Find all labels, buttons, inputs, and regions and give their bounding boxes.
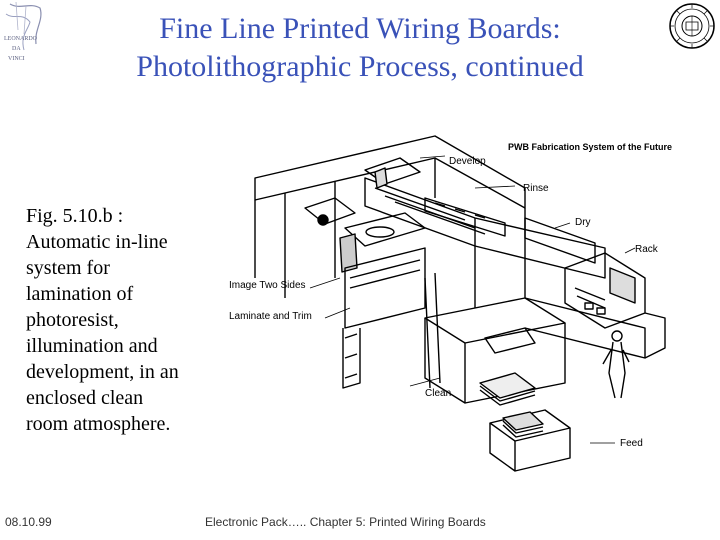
pwb-fabrication-figure: PWB Fabrication System of the Future Dev… bbox=[225, 128, 695, 488]
label-feed: Feed bbox=[620, 438, 643, 449]
fabrication-system-illustration: PWB Fabrication System of the Future Dev… bbox=[229, 135, 672, 472]
caption-line: room atmosphere. bbox=[26, 413, 171, 435]
label-clean: Clean bbox=[425, 388, 451, 399]
caption-line: photoresist, bbox=[26, 309, 119, 331]
caption-line: Automatic in-line bbox=[26, 231, 168, 253]
label-rack: Rack bbox=[635, 244, 659, 255]
slide-title: Fine Line Printed Wiring Boards: Photoli… bbox=[60, 10, 660, 86]
caption-line: illumination and bbox=[26, 335, 158, 357]
label-image-two-sides: Image Two Sides bbox=[229, 280, 306, 291]
label-laminate-and-trim: Laminate and Trim bbox=[229, 311, 312, 322]
figure-caption: Fig. 5.10.b : Automatic in-line system f… bbox=[26, 203, 226, 437]
logo-text-line2: DA bbox=[12, 46, 21, 52]
label-develop: Develop bbox=[449, 156, 486, 167]
caption-line: enclosed clean bbox=[26, 387, 144, 409]
footer-chapter: Electronic Pack….. Chapter 5: Printed Wi… bbox=[205, 515, 486, 529]
title-line-1: Fine Line Printed Wiring Boards: bbox=[159, 12, 561, 45]
logo-text-line3: VINCI bbox=[8, 56, 25, 62]
caption-line: Fig. 5.10.b : bbox=[26, 205, 124, 227]
title-line-2: Photolithographic Process, continued bbox=[136, 50, 584, 83]
figure-heading: PWB Fabrication System of the Future bbox=[508, 142, 672, 152]
label-dry: Dry bbox=[575, 217, 591, 228]
caption-line: lamination of bbox=[26, 283, 134, 305]
footer-date: 08.10.99 bbox=[5, 515, 52, 529]
leonardo-logo: LEONARDO DA VINCI bbox=[0, 0, 52, 66]
caption-line: system for bbox=[26, 257, 110, 279]
university-seal-logo bbox=[664, 0, 720, 54]
caption-line: development, in an bbox=[26, 361, 179, 383]
label-rinse: Rinse bbox=[523, 183, 549, 194]
logo-text-line1: LEONARDO bbox=[4, 36, 38, 42]
